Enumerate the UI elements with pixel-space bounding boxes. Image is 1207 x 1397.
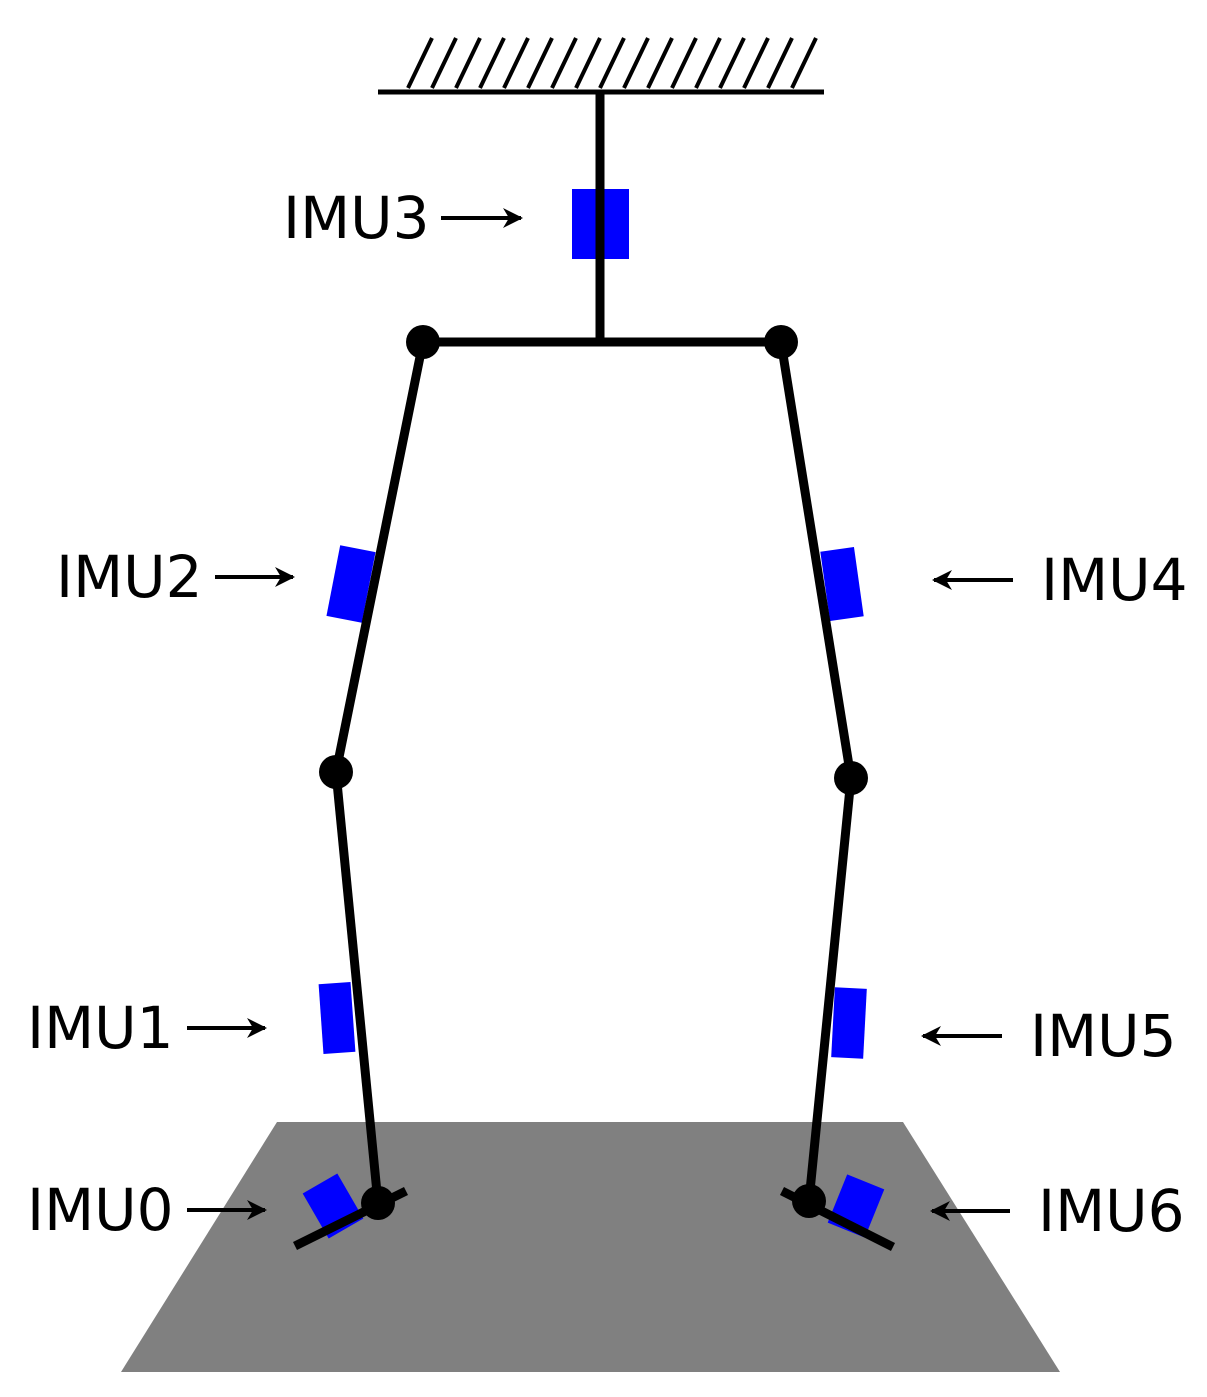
left-hip-joint-icon xyxy=(406,325,440,359)
imu1-label: IMU1 xyxy=(27,994,174,1062)
ground-plane xyxy=(121,1122,1060,1372)
imu2-label: IMU2 xyxy=(56,543,203,611)
arrows xyxy=(187,208,1013,1221)
right-knee-joint-icon xyxy=(834,761,868,795)
left-shank-link xyxy=(331,771,383,1204)
imu0-label: IMU0 xyxy=(27,1176,174,1244)
imu3-label: IMU3 xyxy=(283,184,430,252)
imu1-sensor xyxy=(318,981,356,1055)
left-thigh-link xyxy=(331,341,428,773)
imu5-label: IMU5 xyxy=(1030,1002,1177,1070)
imu2-sensor xyxy=(326,545,376,623)
right-ankle-joint-icon xyxy=(792,1184,826,1218)
right-hip-joint-icon xyxy=(764,325,798,359)
left-knee-joint-icon xyxy=(319,755,353,789)
right-thigh-link xyxy=(776,341,856,779)
right-shank-link xyxy=(804,777,856,1202)
imu5-sensor xyxy=(831,987,867,1059)
joints xyxy=(319,325,868,1220)
left-ankle-joint-icon xyxy=(361,1186,395,1220)
imu4-sensor xyxy=(820,546,864,622)
imu4-label: IMU4 xyxy=(1041,546,1188,614)
imu6-label: IMU6 xyxy=(1038,1177,1185,1245)
fixed-support-icon xyxy=(378,37,824,95)
skeleton-links xyxy=(293,92,896,1252)
